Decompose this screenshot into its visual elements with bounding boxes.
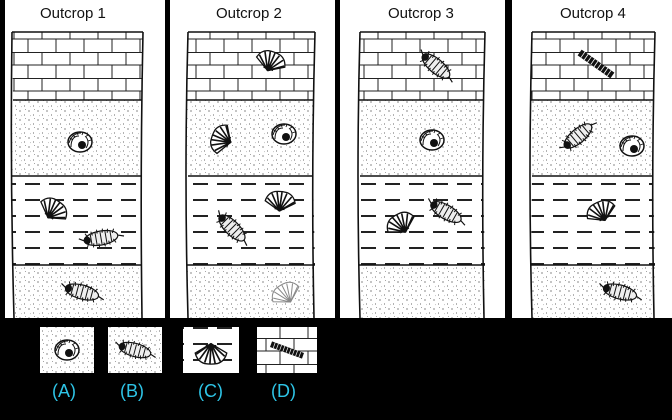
- legend-box-a: [40, 327, 94, 373]
- outcrop-column-3: [340, 0, 505, 319]
- outcrop-3-title: Outcrop 3: [388, 5, 454, 22]
- legend-label-d: (D): [271, 381, 296, 401]
- legend-box-c: [183, 327, 239, 373]
- ammonite-fossil: [271, 123, 297, 145]
- outcrop-4-title: Outcrop 4: [560, 5, 626, 22]
- outcrop-1-title: Outcrop 1: [40, 5, 106, 22]
- ammonite-icon: [54, 339, 80, 361]
- legend-label-a: (A): [52, 381, 76, 401]
- ammonite-fossil: [619, 135, 645, 157]
- ammonite-fossil: [419, 129, 445, 151]
- outcrop-column-2: [170, 0, 335, 319]
- outcrop-column-1: [5, 0, 165, 319]
- legend-box-b: [108, 327, 162, 373]
- ammonite-fossil: [67, 131, 93, 153]
- legend-label-b: (B): [120, 381, 144, 401]
- outcrop-2-title: Outcrop 2: [216, 5, 282, 22]
- outcrop-column-4: [512, 0, 672, 319]
- legend-label-c: (C): [198, 381, 223, 401]
- legend-box-d: [257, 327, 317, 373]
